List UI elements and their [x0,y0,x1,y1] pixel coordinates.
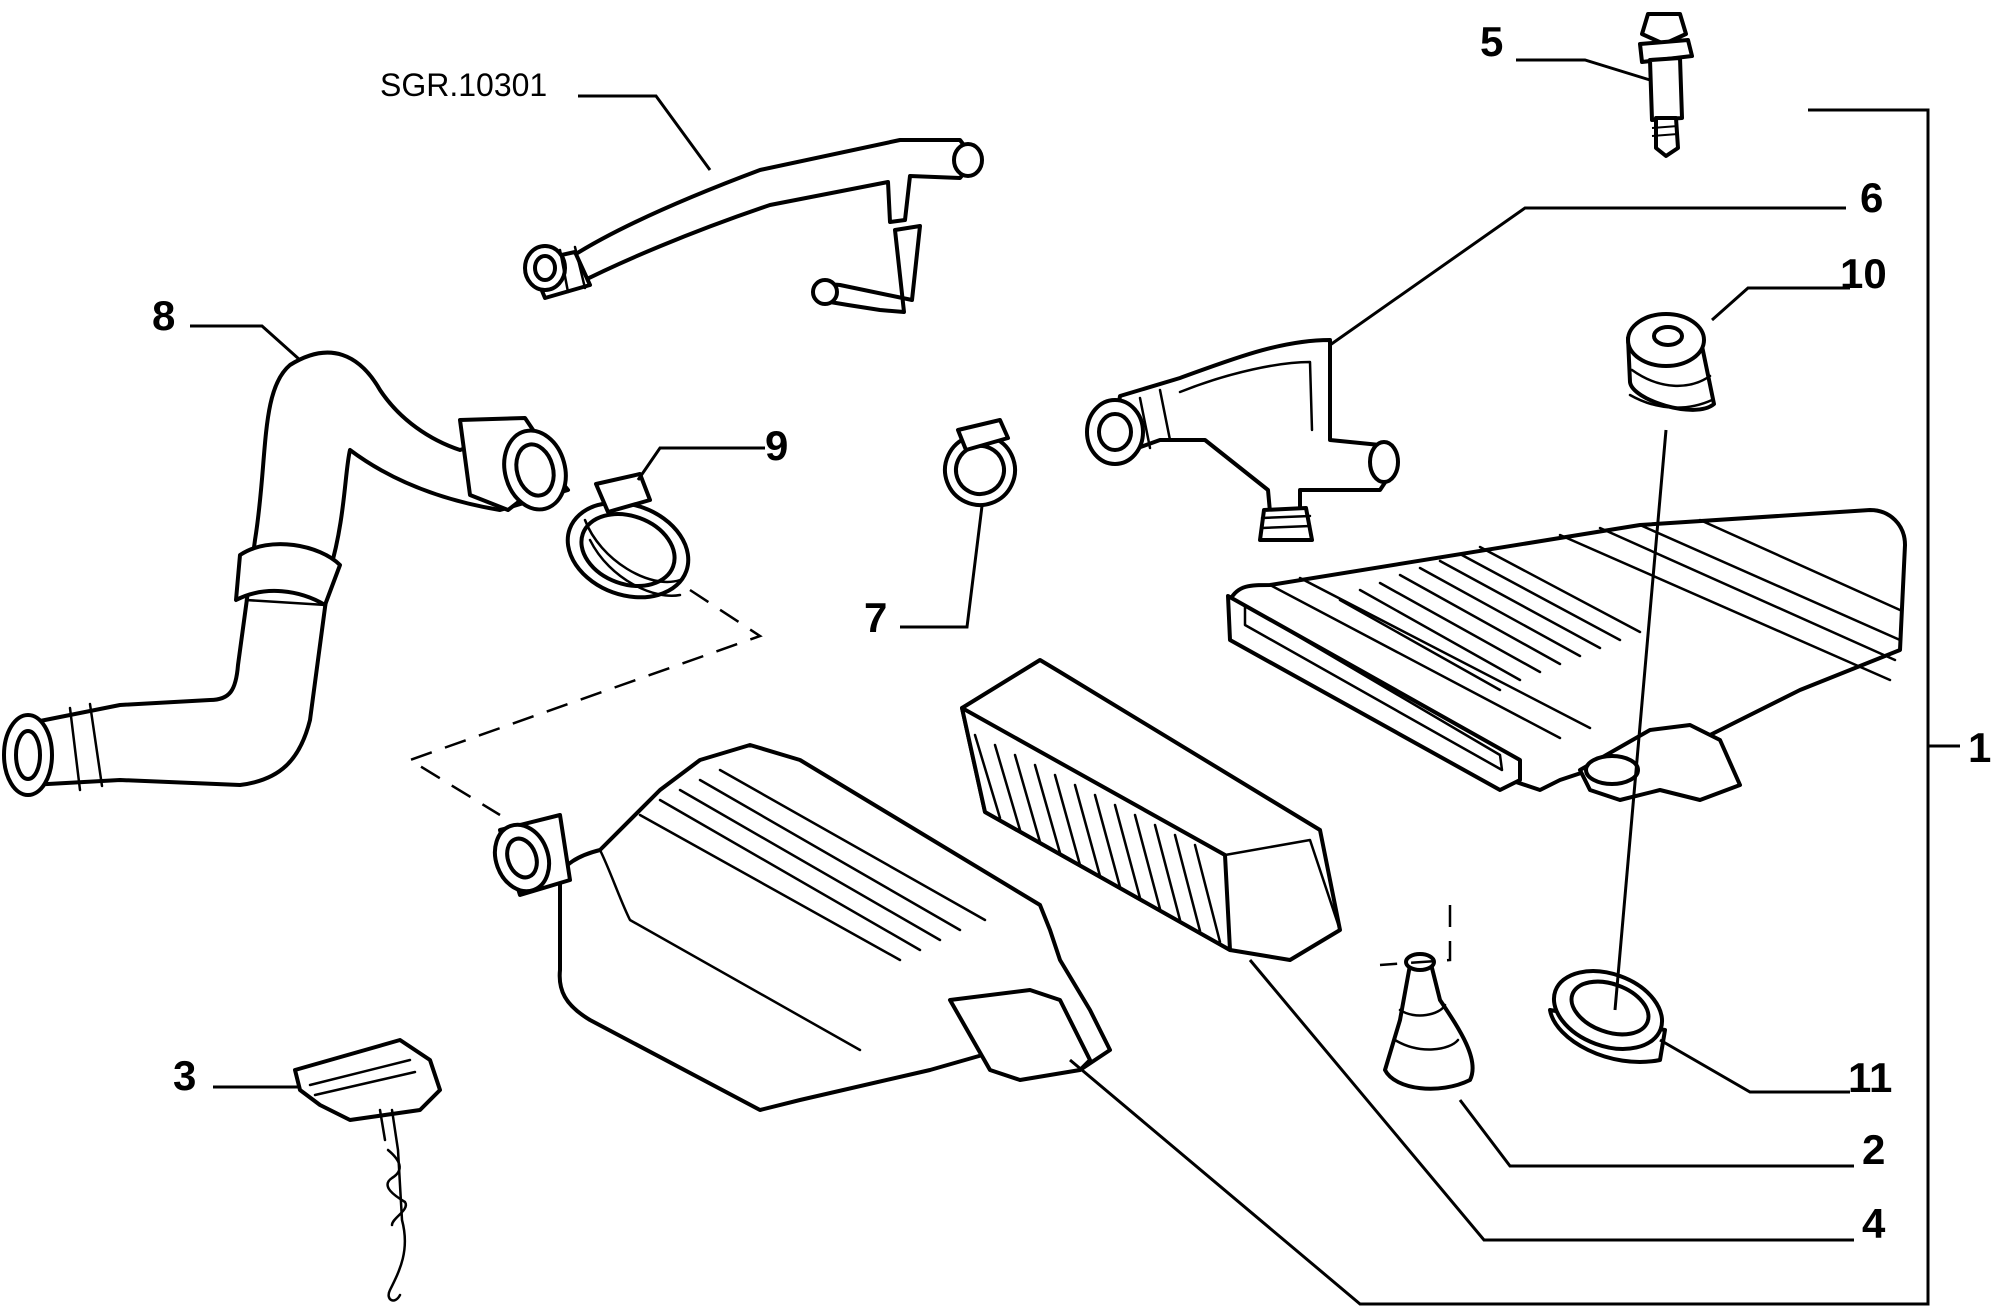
breather-hose-ref [523,138,984,314]
leader-line-7 [900,505,984,629]
breather-pipe-6 [1085,338,1400,542]
callout-2: 2 [1862,1126,1885,1173]
hose-clamp-9 [565,472,691,600]
callout-7: 7 [864,594,887,641]
callout-10: 10 [1840,250,1887,297]
leader-line-10 [1711,286,1850,322]
leader-line-9 [636,446,765,481]
leader-line-5 [1516,58,1651,82]
leader-line-2 [1458,1099,1854,1168]
leader-line-11 [1659,1038,1850,1094]
grommet-10 [1626,312,1716,412]
leader-line-6 [1329,206,1846,347]
callout-11: 11 [1848,1054,1892,1101]
callout-8: 8 [152,292,175,339]
filter-element-4 [960,658,1342,962]
leader-line-1 [1069,108,1960,1306]
callout-5: 5 [1480,18,1503,65]
leader-line-8 [190,324,302,362]
filter-housing-upper-1 [1226,508,1907,802]
bolt-5 [1638,12,1694,158]
filter-housing-lower-1 [492,743,1112,1112]
assembly-dashed-line [407,588,763,817]
callout-6: 6 [1860,174,1883,221]
hose-clamp-7 [943,418,1017,507]
leader-line-sgr [578,94,712,171]
reference-label: SGR.10301 [380,67,547,103]
leader-line-10-center [1613,429,1668,1011]
clip-spring-3 [293,1038,442,1302]
assembly-dashed-line [1379,905,1452,967]
leader-line-4 [1248,959,1854,1242]
callout-1: 1 [1968,724,1991,771]
intake-hose-8 [2,350,570,797]
callout-4: 4 [1862,1200,1886,1247]
seal-11 [1548,969,1667,1064]
callout-9: 9 [765,422,788,469]
callout-3: 3 [173,1052,196,1099]
rubber-boot-2 [1383,952,1475,1091]
